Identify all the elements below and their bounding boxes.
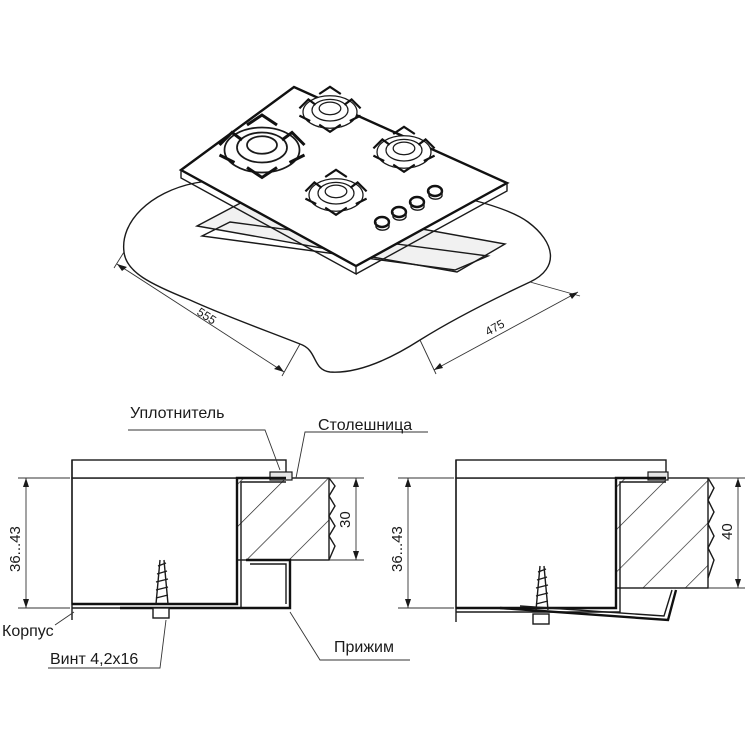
control-knobs bbox=[373, 184, 444, 231]
right-height-range: 36...43 bbox=[389, 526, 406, 572]
screw-label: Винт 4,2x16 bbox=[50, 651, 138, 668]
knob-icon bbox=[426, 184, 444, 200]
glass-panel-right bbox=[455, 459, 667, 479]
left-height-range: 36...43 bbox=[7, 526, 24, 572]
hob-body-right bbox=[455, 477, 617, 609]
left-thickness: 30 bbox=[337, 511, 354, 528]
knob-icon bbox=[373, 215, 391, 231]
seal-label: Уплотнитель bbox=[130, 405, 224, 422]
knob-icon bbox=[390, 205, 408, 221]
width-dimension-label: 555 bbox=[194, 305, 219, 328]
depth-dimension-label: 475 bbox=[483, 317, 508, 339]
screw-icon bbox=[152, 559, 170, 619]
countertop-section-right bbox=[615, 477, 709, 589]
body-label: Корпус bbox=[2, 623, 54, 640]
dimension-555: 555 bbox=[113, 251, 301, 377]
hob-body bbox=[71, 477, 238, 605]
screw-icon bbox=[532, 565, 550, 625]
knob-icon bbox=[408, 195, 426, 211]
seal-right bbox=[647, 471, 669, 481]
seal bbox=[269, 471, 293, 481]
right-thickness: 40 bbox=[719, 523, 736, 540]
left-section: 36...43 30 Уплотнитель Столешница Корпус… bbox=[2, 405, 428, 669]
glass-panel bbox=[71, 459, 287, 479]
countertop-label: Столешница bbox=[318, 417, 412, 434]
right-section: 36...43 40 bbox=[389, 459, 745, 625]
clamp-label: Прижим bbox=[334, 639, 394, 656]
countertop-section bbox=[236, 477, 330, 561]
